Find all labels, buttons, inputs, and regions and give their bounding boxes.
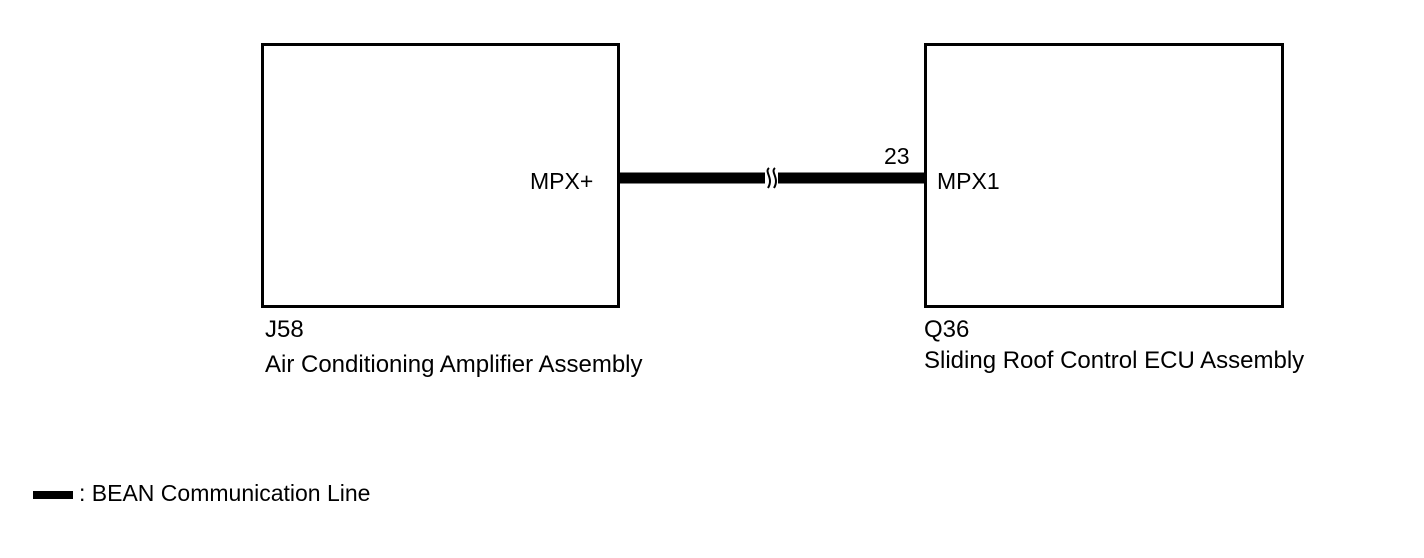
right-component-name: Sliding Roof Control ECU Assembly <box>924 347 1305 374</box>
right-component-code: Q36 <box>924 316 970 343</box>
left-component-name: Air Conditioning Amplifier Assembly <box>265 351 643 378</box>
legend-line-swatch <box>33 491 73 499</box>
air-conditioning-amplifier-box <box>261 43 620 308</box>
right-pin-number: 23 <box>884 143 910 169</box>
sliding-roof-ecu-box <box>924 43 1284 308</box>
wire-break-icon <box>766 167 777 189</box>
left-component-code: J58 <box>265 316 304 343</box>
right-pin-name: MPX1 <box>937 168 1000 194</box>
legend-text: : BEAN Communication Line <box>79 480 371 506</box>
left-pin-name: MPX+ <box>530 168 594 194</box>
